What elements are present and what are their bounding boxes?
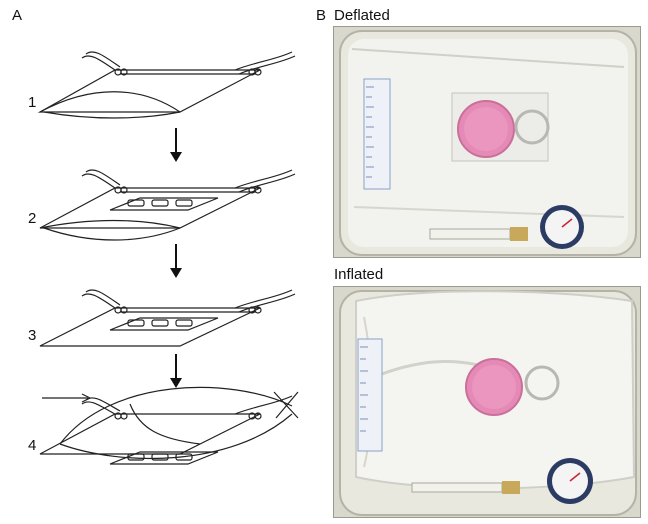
step-3-number: 3 [28, 327, 37, 344]
deflated-photo [333, 26, 641, 258]
arrow-down-icon [170, 244, 182, 278]
step-1-diagram [37, 51, 296, 119]
inflated-photo-drawing [339, 290, 637, 516]
inflated-caption: Inflated [334, 266, 384, 283]
step-2-diagram [39, 169, 296, 241]
panel-a-label: A [12, 7, 23, 24]
step-1-number: 1 [28, 94, 37, 111]
arrow-down-icon [170, 354, 182, 388]
arrow-down-icon [170, 128, 182, 162]
deflated-photo-drawing [339, 30, 637, 256]
step-2-number: 2 [28, 210, 37, 227]
panel-b-label: B [316, 7, 327, 24]
inflated-photo [333, 286, 641, 518]
deflated-caption: Deflated [334, 7, 390, 24]
step-4-diagram [39, 386, 299, 465]
step-3-diagram [39, 289, 296, 347]
step-4-number: 4 [28, 437, 37, 454]
